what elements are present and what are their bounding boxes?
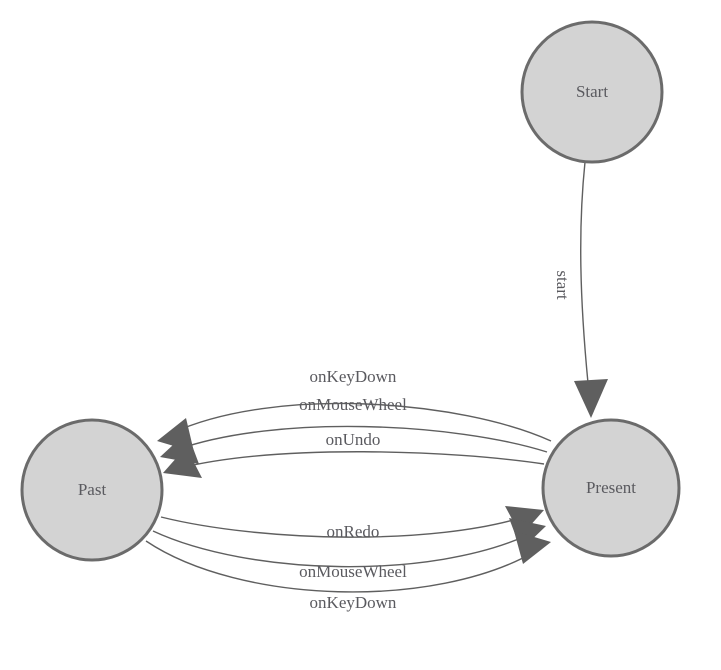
node-start[interactable]: Start [520, 20, 664, 164]
edge-line [160, 515, 528, 538]
node-past[interactable]: Past [20, 418, 164, 562]
edge-label-e-present-past-onkeydown: onKeyDown [310, 367, 397, 386]
node-circle [520, 20, 664, 164]
node-circle [541, 418, 681, 558]
node-label: Present [586, 478, 636, 497]
edge-label-e-present-past-onmousewheel: onMouseWheel [299, 395, 407, 414]
edge-label-e-present-past-onundo: onUndo [326, 430, 381, 449]
edge-label-e-past-present-onmousewheel: onMouseWheel [299, 562, 407, 581]
edge-labels-layer: start onKeyDown onMouseWheel onUndo onRedo on… [299, 270, 572, 612]
edge-line [145, 540, 537, 593]
edge-e-start-present[interactable] [574, 161, 608, 418]
edge-line [580, 161, 589, 384]
edge-line [152, 530, 531, 568]
edges-layer [145, 161, 608, 593]
arrowhead-icon [514, 531, 551, 564]
arrowhead-icon [574, 379, 608, 418]
edge-line [179, 451, 545, 469]
edge-line [171, 402, 552, 442]
node-label: Start [576, 82, 608, 101]
edge-e-present-past-onundo[interactable] [163, 447, 545, 478]
arrowhead-icon [505, 506, 544, 536]
edge-label-e-start-present: start [553, 270, 572, 300]
edge-e-past-present-onredo[interactable] [160, 506, 544, 538]
edge-label-e-past-present-onredo: onRedo [327, 522, 380, 541]
edge-label-e-past-present-onkeydown: onKeyDown [310, 593, 397, 612]
node-present[interactable]: Present [541, 418, 681, 558]
node-label: Past [78, 480, 107, 499]
arrowhead-icon [163, 447, 202, 478]
node-circle [20, 418, 164, 562]
edge-line [175, 425, 548, 453]
edge-e-past-present-onkeydown[interactable] [145, 531, 551, 593]
